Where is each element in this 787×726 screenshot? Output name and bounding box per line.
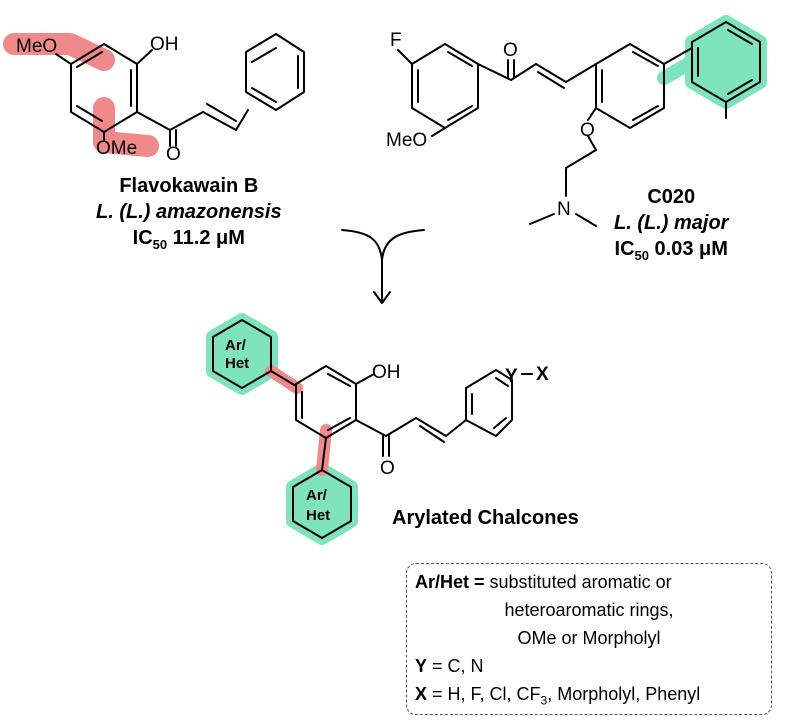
product-het-top-label: Het — [225, 355, 249, 372]
c020-caption: C020 L. (L.) major IC50 0.03 μM — [614, 184, 728, 269]
product-ar-top-label: Ar/ — [225, 337, 247, 354]
c020-o-ether-label: O — [580, 120, 595, 141]
c020-name: C020 — [647, 186, 696, 208]
legend-box: Ar/Het = substituted aromatic or heteroa… — [406, 563, 772, 715]
flavokawain-caption: Flavokawain B L. (L.) amazonensis IC50 1… — [96, 173, 282, 258]
flavokawain-name: Flavokawain B — [119, 175, 259, 197]
merge-arrow — [341, 229, 425, 304]
c020-n-label: N — [557, 199, 571, 220]
c020-meo-label: MeO — [386, 130, 427, 151]
product-het-bottom-label: Het — [306, 507, 330, 524]
flavokawain-o-label: O — [166, 144, 181, 165]
c020-o-carbonyl-label: O — [503, 40, 518, 61]
legend-line-hetero: heteroaromatic rings, — [504, 600, 674, 620]
highlight-meo-red — [3, 33, 115, 71]
highlight-tolyl-green — [685, 15, 767, 109]
flavokawain-ome-label: OMe — [96, 138, 137, 159]
highlight-arhet-bottom-green — [286, 463, 358, 545]
c020-f-label: F — [390, 30, 402, 51]
flavokawain-species: L. (L.) amazonensis — [96, 201, 282, 223]
legend-line-y: Y = C, N — [415, 656, 484, 676]
legend-line-arhet: Ar/Het = substituted aromatic or — [415, 572, 672, 592]
legend-line-x: X = H, F, Cl, CF3, Morpholyl, Phenyl — [415, 684, 701, 708]
product-oh-label: OH — [372, 362, 401, 383]
product-o-label: O — [380, 458, 395, 479]
highlight-arhet-top-green — [206, 313, 278, 395]
product-x-label: X — [536, 364, 549, 385]
legend-line-ome: OMe or Morpholyl — [517, 628, 661, 648]
flavokawain-structure: MeO OH OMe O — [16, 33, 305, 165]
product-ar-bottom-label: Ar/ — [306, 487, 328, 504]
c020-ic50: IC50 0.03 μM — [614, 238, 728, 263]
flavokawain-meo-label: MeO — [16, 36, 57, 57]
c020-structure: F O MeO O N — [386, 21, 761, 227]
product-structure: Ar/ Het Ar/ Het OH O Y X — [212, 319, 549, 539]
highlight-ome-red — [93, 97, 159, 157]
c020-species: L. (L.) major — [614, 212, 729, 234]
product-y-label: Y — [505, 366, 518, 387]
product-caption: Arylated Chalcones — [392, 507, 579, 529]
flavokawain-oh-label: OH — [150, 34, 179, 55]
flavokawain-ic50: IC50 11.2 μM — [132, 227, 245, 252]
